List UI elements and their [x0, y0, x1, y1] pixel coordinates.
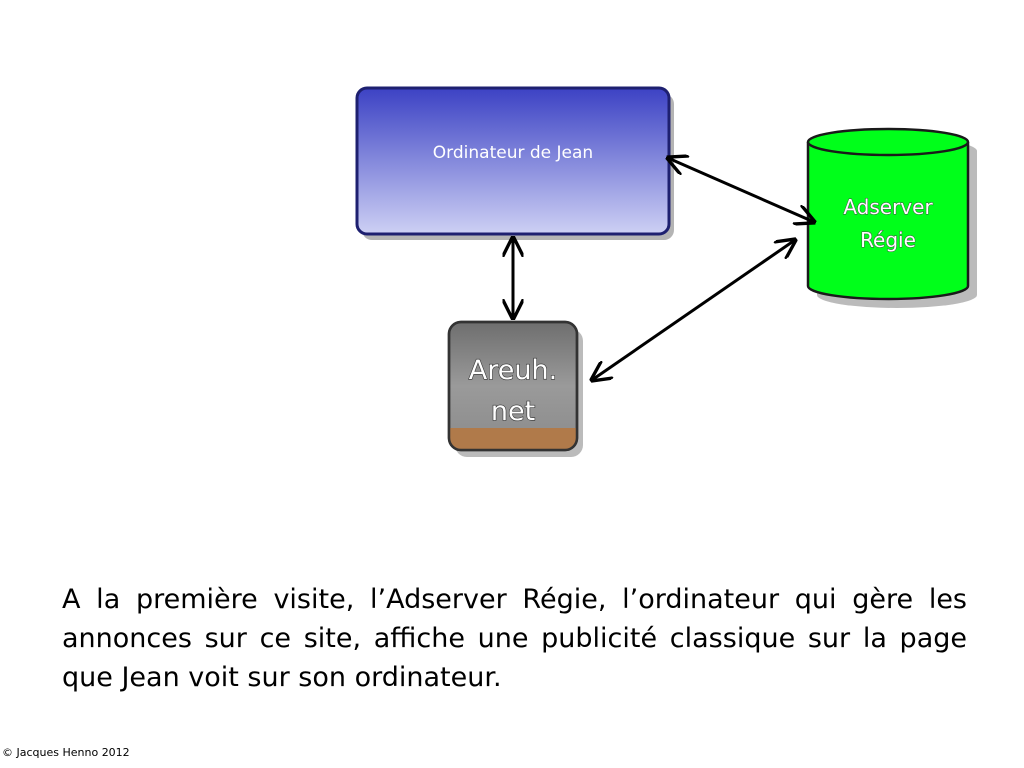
site-label-line1: Areuh. [469, 355, 557, 386]
caption-text: A la première visite, l’Adserver Régie, … [62, 584, 967, 693]
computer-label: Ordinateur de Jean [433, 143, 593, 163]
adserver-label-line1: Adserver [843, 195, 933, 219]
adserver-label-line2: Régie [860, 228, 916, 252]
site-label-line2: net [491, 396, 535, 427]
arrow-site-adserver [592, 240, 795, 380]
site-node: Areuh. net [447, 320, 583, 457]
adserver-node: Adserver Régie [806, 127, 977, 308]
copyright-notice: © Jacques Henno 2012 [2, 746, 130, 759]
computer-node: Ordinateur de Jean [355, 86, 674, 240]
diagram: Ordinateur de Jean Adserver Régie Areuh.… [355, 86, 977, 457]
arrow-computer-adserver [668, 158, 814, 222]
